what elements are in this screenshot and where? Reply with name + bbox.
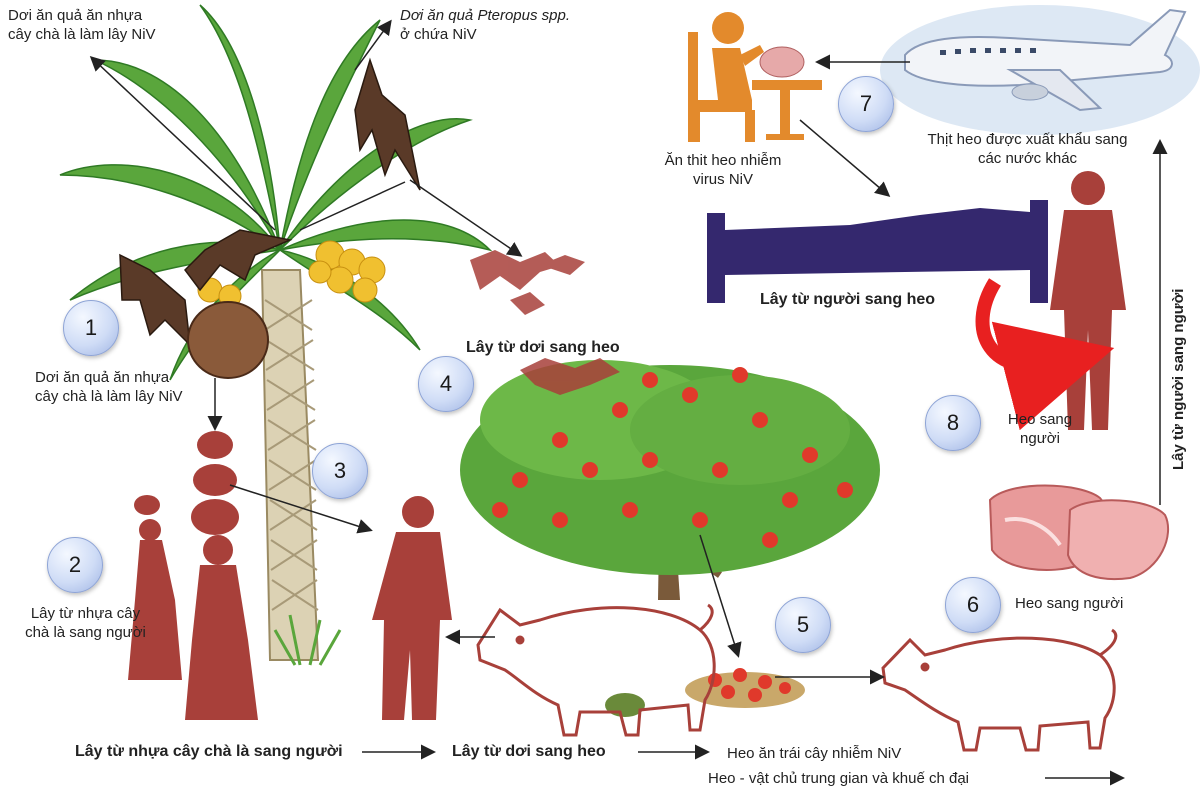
label-bat-eats-sap-top: Dơi ăn quả ăn nhựa cây chà là làm lây Ni… [8,7,156,43]
fallen-fruit [605,668,805,717]
pork-meat-icon [988,484,1170,581]
step-7-badge: 7 [838,76,894,132]
label-bat-species: Dơi ăn quả Pteropus spp. ở chứa NiV [400,6,570,44]
connector-arrows [89,19,1168,786]
label-bottom-fruit: Heo ăn trái cây nhiễm NiV [727,745,902,762]
label-bottom-host: Heo - vật chủ trung gian và khuế ch đại [708,770,969,787]
label-human-to-pig-bed: Lây từ người sang heo [760,291,936,308]
grass [273,614,342,666]
step-1-badge: 1 [63,300,119,356]
bat-icon [119,57,421,348]
bat-species-suffix: ở chứa NiV [400,26,477,43]
clay-pot-icon [187,301,269,379]
step-3-badge: 3 [312,443,368,499]
step-2-badge: 2 [47,537,103,593]
label-sap-to-human-left: Lây từ nhựa cây chà là sang người [25,605,146,641]
diner-icon [688,12,822,142]
apple-tree-icon [460,360,880,600]
step-4-badge: 4 [418,356,474,412]
curved-arrow-icon [975,278,1115,431]
man-silhouette-right [1050,171,1126,430]
label-bat-eats-sap-left: Dơi ăn quả ăn nhựa cây chà là làm lây Ni… [35,369,183,405]
woman-silhouette-icon [128,431,258,720]
airplane-icon [904,8,1187,112]
label-pig-to-human-6: Heo sang người [1015,595,1124,612]
label-bottom-bat: Lây từ dơi sang heo [452,743,606,760]
step-6-badge: 6 [945,577,1001,633]
bat-species-name: Pteropus spp. [477,7,571,24]
pork-dish [759,46,805,78]
bat-species-prefix: Dơi ăn quả [400,7,478,24]
label-eat-pork: Ăn thit heo nhiễm virus NiV [664,152,782,188]
man-silhouette-icon [372,496,452,720]
label-bat-to-pig-mid: Lây từ dơi sang heo [466,339,620,356]
step-5-badge: 5 [775,597,831,653]
label-pork-export: Thịt heo được xuất khẩu sang các nước kh… [927,131,1128,167]
bed-icon [707,200,1048,303]
label-bottom-sap: Lây từ nhựa cây chà là sang người [75,743,343,760]
step-8-badge: 8 [925,395,981,451]
label-pig-to-human-8: Heo sang người [1007,411,1073,447]
bat-flock [470,250,620,395]
label-vertical-side: Lây từ người sang người [1170,288,1187,470]
pig-outline-icon [476,603,1118,752]
